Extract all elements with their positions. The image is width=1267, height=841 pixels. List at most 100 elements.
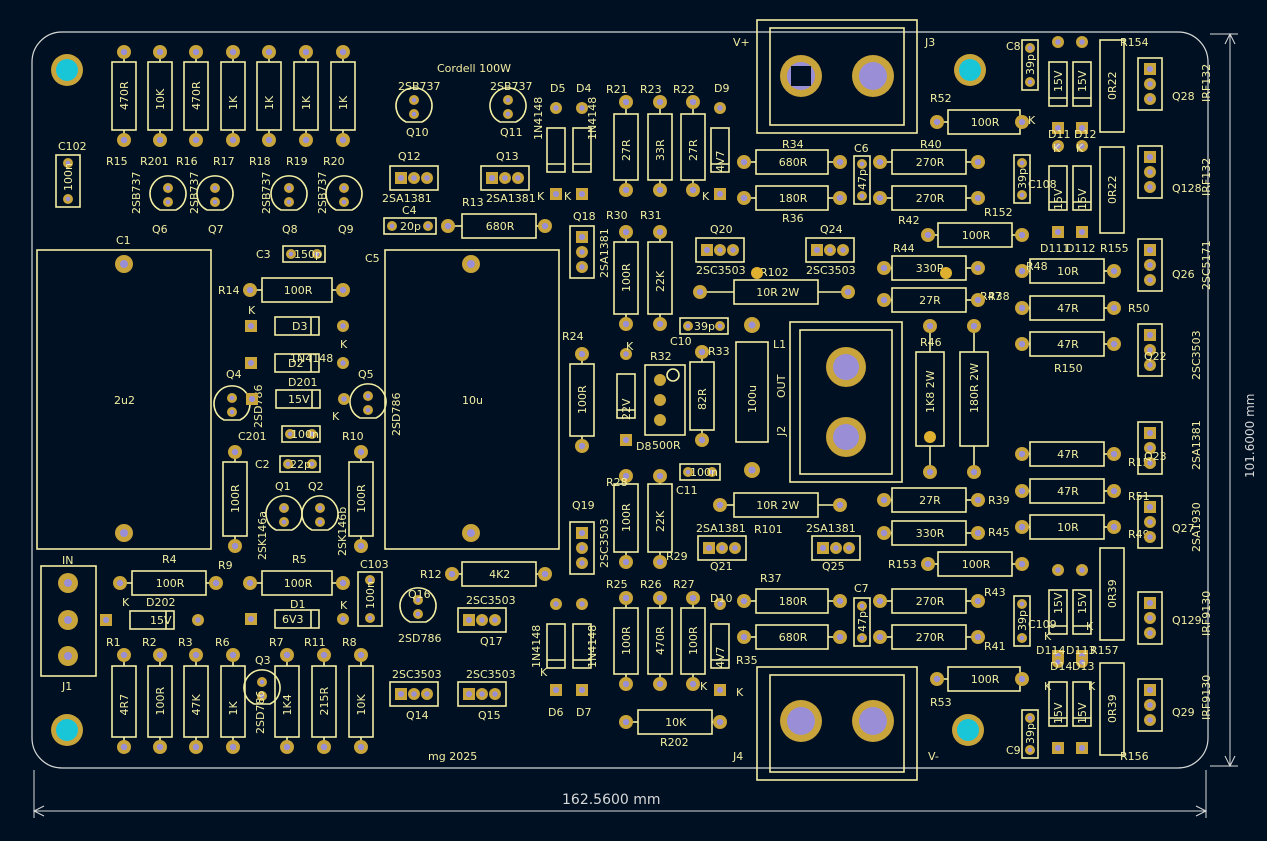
svg-text:R11: R11: [304, 636, 326, 649]
svg-text:R7: R7: [269, 636, 284, 649]
svg-text:0R22: 0R22: [1106, 175, 1119, 204]
svg-text:R45: R45: [988, 526, 1010, 539]
svg-text:R22: R22: [673, 83, 695, 96]
svg-text:R43: R43: [984, 586, 1006, 599]
svg-text:D113: D113: [1066, 644, 1095, 657]
svg-text:R8: R8: [342, 636, 357, 649]
transistor-q17: Q17 2SC3503: [457, 594, 516, 648]
svg-text:100R: 100R: [284, 284, 313, 297]
svg-text:47p: 47p: [856, 611, 869, 632]
svg-text:100R: 100R: [229, 484, 242, 513]
svg-text:Q18: Q18: [573, 210, 596, 223]
svg-text:15V: 15V: [288, 393, 310, 406]
svg-text:15V: 15V: [1076, 188, 1089, 210]
svg-text:R26: R26: [640, 578, 662, 591]
svg-text:Q4: Q4: [226, 368, 242, 381]
height-dimension-label: 101.6000 mm: [1243, 394, 1257, 478]
svg-text:2SK146a: 2SK146a: [256, 511, 269, 560]
svg-text:D11: D11: [1048, 128, 1070, 141]
svg-text:R47: R47: [980, 290, 1002, 303]
svg-text:100n: 100n: [364, 581, 377, 609]
svg-text:D13: D13: [1072, 660, 1094, 673]
svg-text:15V: 15V: [1052, 70, 1065, 92]
svg-text:2SA1381: 2SA1381: [696, 522, 746, 535]
svg-text:2SB737: 2SB737: [490, 80, 533, 93]
svg-text:0R39: 0R39: [1106, 579, 1119, 608]
svg-text:R34: R34: [782, 138, 804, 151]
svg-text:10u: 10u: [462, 394, 483, 407]
svg-text:C6: C6: [854, 142, 869, 155]
svg-text:22K: 22K: [654, 270, 667, 292]
svg-text:Q7: Q7: [208, 223, 224, 236]
svg-text:R4: R4: [162, 553, 177, 566]
svg-text:Q19: Q19: [572, 499, 595, 512]
svg-text:2SC3503: 2SC3503: [598, 518, 611, 568]
board-outline: [31, 31, 1209, 769]
svg-text:10K: 10K: [154, 88, 167, 110]
svg-text:1K: 1K: [300, 95, 313, 110]
svg-text:K: K: [1086, 620, 1094, 633]
svg-text:Q17: Q17: [480, 635, 503, 648]
svg-text:1K: 1K: [263, 95, 276, 110]
capacitor-c5: C5 10u: [365, 249, 560, 550]
svg-text:22K: 22K: [654, 510, 667, 532]
svg-text:100n: 100n: [690, 466, 718, 479]
svg-text:Q20: Q20: [710, 223, 733, 236]
svg-text:2SD786: 2SD786: [252, 385, 265, 428]
svg-text:27R: 27R: [919, 494, 941, 507]
svg-text:27R: 27R: [620, 139, 633, 161]
component-layer: 470RR1510KR201470RR161KR171KR181KR191KR2…: [55, 36, 1213, 763]
svg-text:R23: R23: [640, 83, 662, 96]
dimension-height: [1210, 32, 1238, 768]
svg-text:15V: 15V: [1076, 592, 1089, 614]
svg-text:Q9: Q9: [338, 223, 354, 236]
svg-text:K: K: [564, 190, 572, 203]
svg-text:4V7: 4V7: [714, 646, 727, 668]
svg-text:R153: R153: [888, 558, 917, 571]
svg-text:100R: 100R: [971, 673, 1000, 686]
svg-text:R27: R27: [673, 578, 695, 591]
inductor-l1: L1 100u: [735, 317, 786, 478]
capacitor-c1: C1 2u2: [36, 234, 212, 550]
svg-text:330R: 330R: [916, 262, 945, 275]
svg-text:2SB737: 2SB737: [188, 171, 201, 214]
svg-text:15V: 15V: [1076, 702, 1089, 724]
svg-text:J2: J2: [775, 426, 788, 437]
svg-text:2SC3503: 2SC3503: [466, 594, 516, 607]
svg-text:D9: D9: [714, 82, 729, 95]
svg-text:R154: R154: [1120, 36, 1149, 49]
svg-text:Q8: Q8: [282, 223, 298, 236]
svg-text:680R: 680R: [779, 156, 808, 169]
